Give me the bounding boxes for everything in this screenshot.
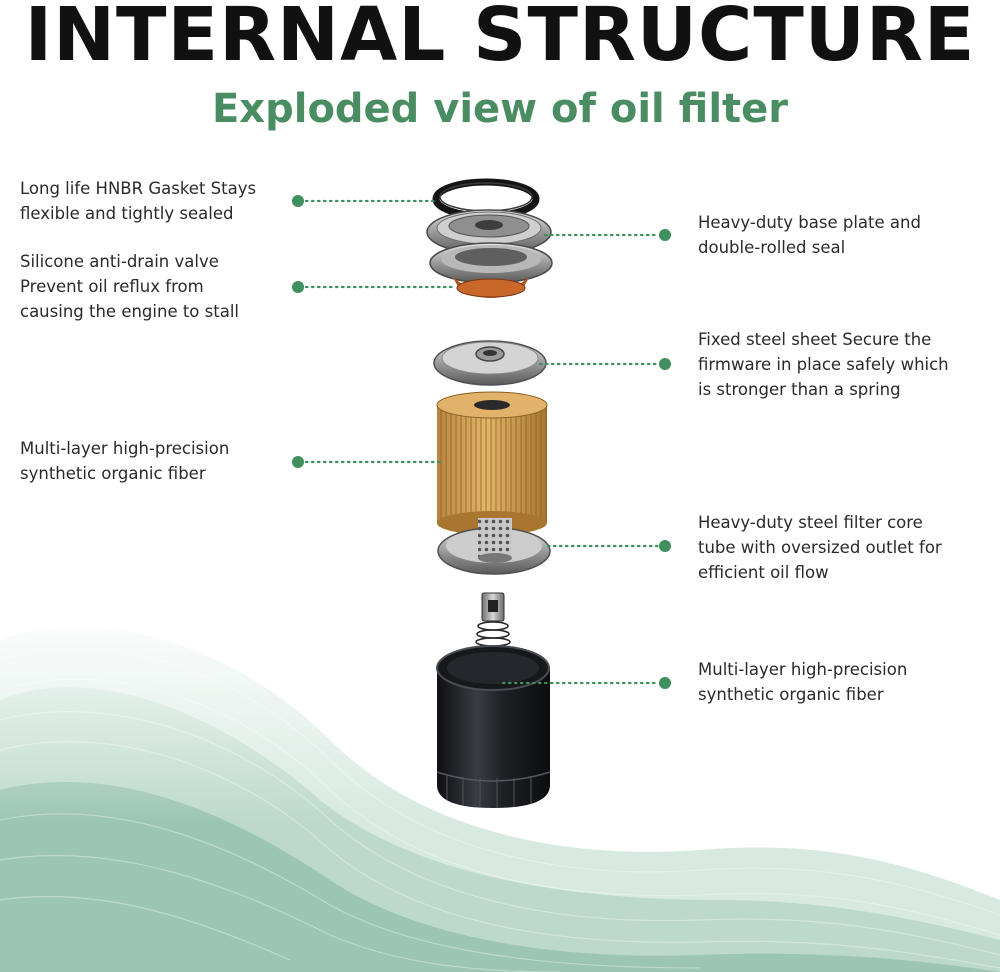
callout-base-plate-line-2: double-rolled seal [698,235,921,260]
callout-media-left-line-1: Multi-layer high-precision [20,436,229,461]
callout-valve: Silicone anti-drain valve Prevent oil re… [20,249,239,324]
leader-base-plate [545,229,671,241]
leader-media-left [292,456,440,468]
end-cap-icon [434,341,546,385]
callout-steel-sheet: Fixed steel sheet Secure the firmware in… [698,327,949,402]
anti-drain-valve-icon [430,243,552,298]
leader-gasket [292,195,436,207]
leader-steel-sheet [540,358,671,370]
callout-gasket: Long life HNBR Gasket Stays flexible and… [20,176,256,226]
callout-base-plate: Heavy-duty base plate and double-rolled … [698,210,921,260]
leader-valve [292,281,452,293]
callout-gasket-line-2: flexible and tightly sealed [20,201,256,226]
callout-media-right-line-1: Multi-layer high-precision [698,657,907,682]
callout-core-tube-line-1: Heavy-duty steel filter core [698,510,942,535]
callout-valve-line-2: Prevent oil reflux from [20,274,239,299]
callout-base-plate-line-1: Heavy-duty base plate and [698,210,921,235]
callout-gasket-line-1: Long life HNBR Gasket Stays [20,176,256,201]
callout-media-right-line-2: synthetic organic fiber [698,682,907,707]
leader-core-tube [548,540,671,552]
callout-steel-sheet-line-1: Fixed steel sheet Secure the [698,327,949,352]
callout-media-left-line-2: synthetic organic fiber [20,461,229,486]
pleated-filter-icon [437,392,547,535]
callout-core-tube-line-2: tube with oversized outlet for [698,535,942,560]
filter-canister-icon [437,646,550,808]
bypass-spring-icon [475,593,511,654]
callout-valve-line-3: causing the engine to stall [20,299,239,324]
callout-steel-sheet-line-3: is stronger than a spring [698,377,949,402]
callout-valve-line-1: Silicone anti-drain valve [20,249,239,274]
callout-media-left: Multi-layer high-precision synthetic org… [20,436,229,486]
callout-steel-sheet-line-2: firmware in place safely which [698,352,949,377]
callout-media-right: Multi-layer high-precision synthetic org… [698,657,907,707]
callout-core-tube: Heavy-duty steel filter core tube with o… [698,510,942,585]
callout-core-tube-line-3: efficient oil flow [698,560,942,585]
